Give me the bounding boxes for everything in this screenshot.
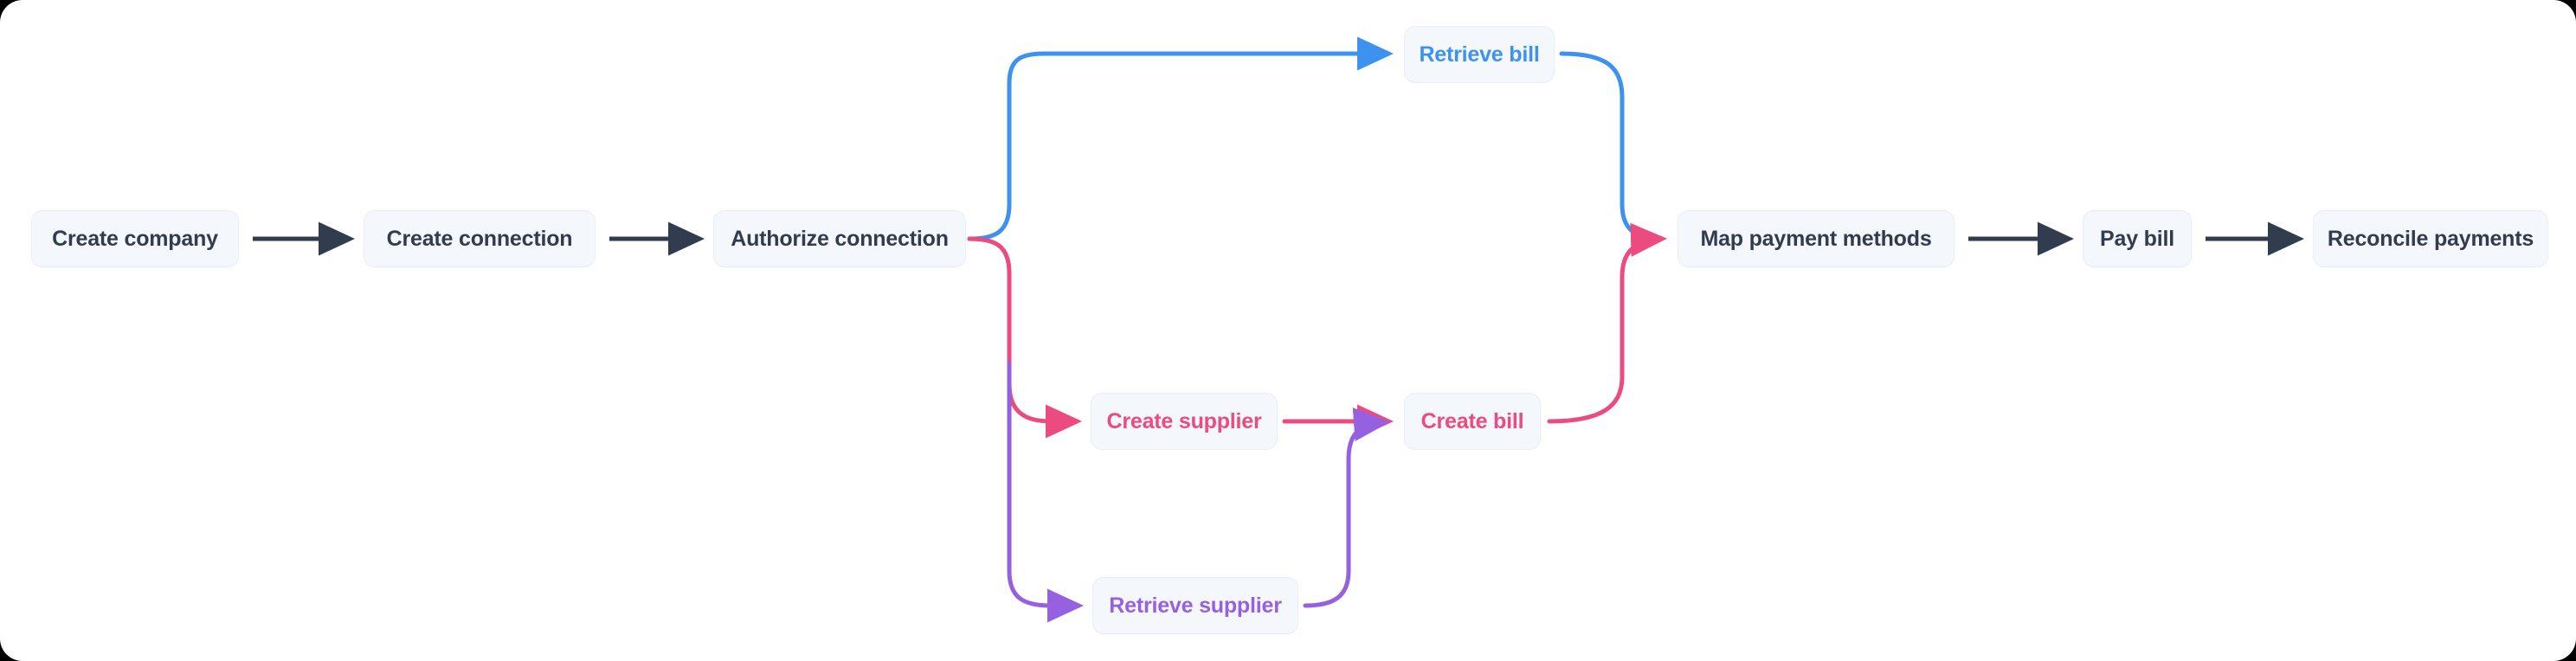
node-retrieve-bill[interactable]: Retrieve bill [1404, 26, 1555, 83]
node-label: Create supplier [1106, 408, 1262, 433]
node-create-bill[interactable]: Create bill [1404, 393, 1541, 450]
node-retrieve-supplier[interactable]: Retrieve supplier [1092, 577, 1298, 634]
node-map-payment-methods[interactable]: Map payment methods [1678, 210, 1955, 267]
edge-authorize-retrieve-supplier [1007, 361, 1085, 623]
edge-retrieve-bill-map [1559, 51, 1665, 241]
node-label: Create bill [1420, 408, 1524, 433]
node-authorize-connection[interactable]: Authorize connection [713, 210, 966, 267]
node-label: Pay bill [2100, 226, 2174, 251]
node-label: Reconcile payments [2327, 226, 2534, 251]
node-label: Map payment methods [1700, 226, 1932, 251]
node-pay-bill[interactable]: Pay bill [2083, 210, 2192, 267]
node-create-connection[interactable]: Create connection [364, 210, 596, 267]
node-label: Create company [52, 226, 218, 251]
edge-retrieve-supplier-create-bill [1303, 408, 1390, 608]
edge-authorize-retrieve-bill [967, 36, 1394, 241]
edge-authorize-create-supplier [967, 236, 1083, 439]
node-label: Authorize connection [731, 226, 949, 251]
node-create-company[interactable]: Create company [31, 210, 239, 267]
edge-create-bill-map [1547, 222, 1667, 424]
node-create-supplier[interactable]: Create supplier [1091, 393, 1278, 450]
node-label: Retrieve supplier [1109, 593, 1282, 618]
node-reconcile-payments[interactable]: Reconcile payments [2313, 210, 2548, 267]
node-label: Create connection [386, 226, 573, 251]
node-label: Retrieve bill [1419, 42, 1540, 67]
